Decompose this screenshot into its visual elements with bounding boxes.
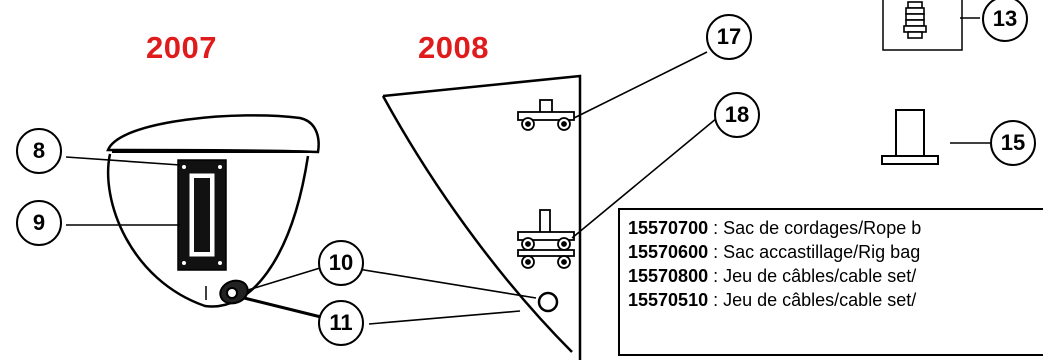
legend-text: : Sac accastillage/Rig bag <box>708 242 921 262</box>
callout-17: 17 <box>706 14 752 60</box>
legend-text: : Jeu de câbles/cable set/ <box>708 290 917 310</box>
legend-row: 15570600 : Sac accastillage/Rig bag <box>628 242 920 263</box>
legend-row: 15570510 : Jeu de câbles/cable set/ <box>628 290 916 311</box>
legend-text: : Jeu de câbles/cable set/ <box>708 266 917 286</box>
part-2008-hinge-top <box>517 99 575 131</box>
callout-15: 15 <box>990 120 1036 166</box>
leader-lines <box>65 17 990 325</box>
part-2008-ring <box>537 291 559 313</box>
part-2007-plate <box>177 159 227 271</box>
year-label-2008: 2008 <box>418 30 489 65</box>
legend-row: 15570700 : Sac de cordages/Rope b <box>628 218 921 239</box>
part-2008-sector <box>381 74 582 360</box>
legend-row: 15570800 : Jeu de câbles/cable set/ <box>628 266 916 287</box>
callout-18: 18 <box>714 92 760 138</box>
part-15-pin <box>881 109 939 165</box>
legend-code: 15570800 <box>628 266 709 286</box>
callout-11: 11 <box>318 300 364 346</box>
legend-code: 15570700 <box>628 218 709 238</box>
callout-10: 10 <box>318 240 364 286</box>
callout-8: 8 <box>16 128 62 174</box>
parts-legend: 15570700 : Sac de cordages/Rope b 155706… <box>618 208 1043 356</box>
callout-9: 9 <box>16 200 62 246</box>
part-2007-fitting <box>219 279 249 305</box>
part-13-screw-box <box>882 0 963 51</box>
year-label-2007: 2007 <box>146 30 217 65</box>
legend-code: 15570600 <box>628 242 709 262</box>
callout-13: 13 <box>982 0 1028 42</box>
legend-code: 15570510 <box>628 290 709 310</box>
legend-text: : Sac de cordages/Rope b <box>708 218 922 238</box>
part-2008-hinge-bottom <box>517 209 575 269</box>
